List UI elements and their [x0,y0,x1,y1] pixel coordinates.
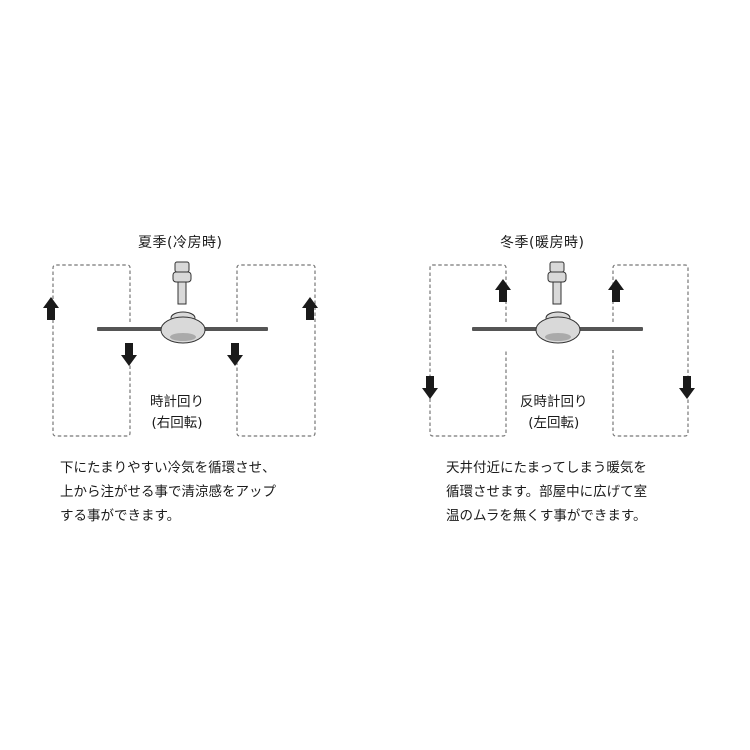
rotation-direction: (右回転) [151,415,203,431]
summer-description: 下にたまりやすい冷気を循環させ、 上から注がせる事で清涼感をアップ する事ができ… [60,456,276,528]
arrow-down-icon [422,376,438,399]
winter-description: 天井付近にたまってしまう暖気を 循環させます。部屋中に広げて室 温のムラを無くす… [446,456,647,528]
summer-rotation: 時計回り (右回転) [150,392,204,434]
ceiling-fan-icon [472,261,643,344]
arrow-down-icon [227,343,243,366]
airflow-loop-left [429,264,507,437]
summer-airflow-diagram [43,261,318,437]
rotation-label: 時計回り [150,394,204,410]
arrow-down-icon [679,376,695,399]
winter-rotation: 反時計回り (左回転) [520,392,588,434]
ceiling-fan-icon [97,261,268,344]
description-line: 天井付近にたまってしまう暖気を [446,460,647,476]
summer-panel: 夏季(冷房時) 時計回り (右回転) 下にたまりやすい冷気を循環させ、 上から注… [43,235,318,528]
summer-title: 夏季(冷房時) [138,235,223,251]
winter-title: 冬季(暖房時) [500,235,585,251]
description-line: する事ができます。 [60,508,181,524]
arrow-down-icon [121,343,137,366]
airflow-loop-left [52,264,131,437]
rotation-label: 反時計回り [520,394,588,410]
airflow-loop-right [612,264,689,437]
winter-panel: 冬季(暖房時) 反時計回り (左回転) 天井付近にたまってしまう暖気を 循環させ… [375,0,750,750]
rotation-direction: (左回転) [528,415,580,431]
arrow-up-icon [43,297,59,320]
airflow-loop-right [236,264,316,437]
winter-airflow-diagram [422,261,695,437]
description-line: 下にたまりやすい冷気を循環させ、 [60,460,276,476]
arrow-up-icon [302,297,318,320]
arrow-up-icon [608,279,624,302]
arrow-up-icon [495,279,511,302]
description-line: 循環させます。部屋中に広げて室 [446,484,648,500]
description-line: 上から注がせる事で清涼感をアップ [60,484,276,500]
description-line: 温のムラを無くす事ができます。 [446,508,647,524]
